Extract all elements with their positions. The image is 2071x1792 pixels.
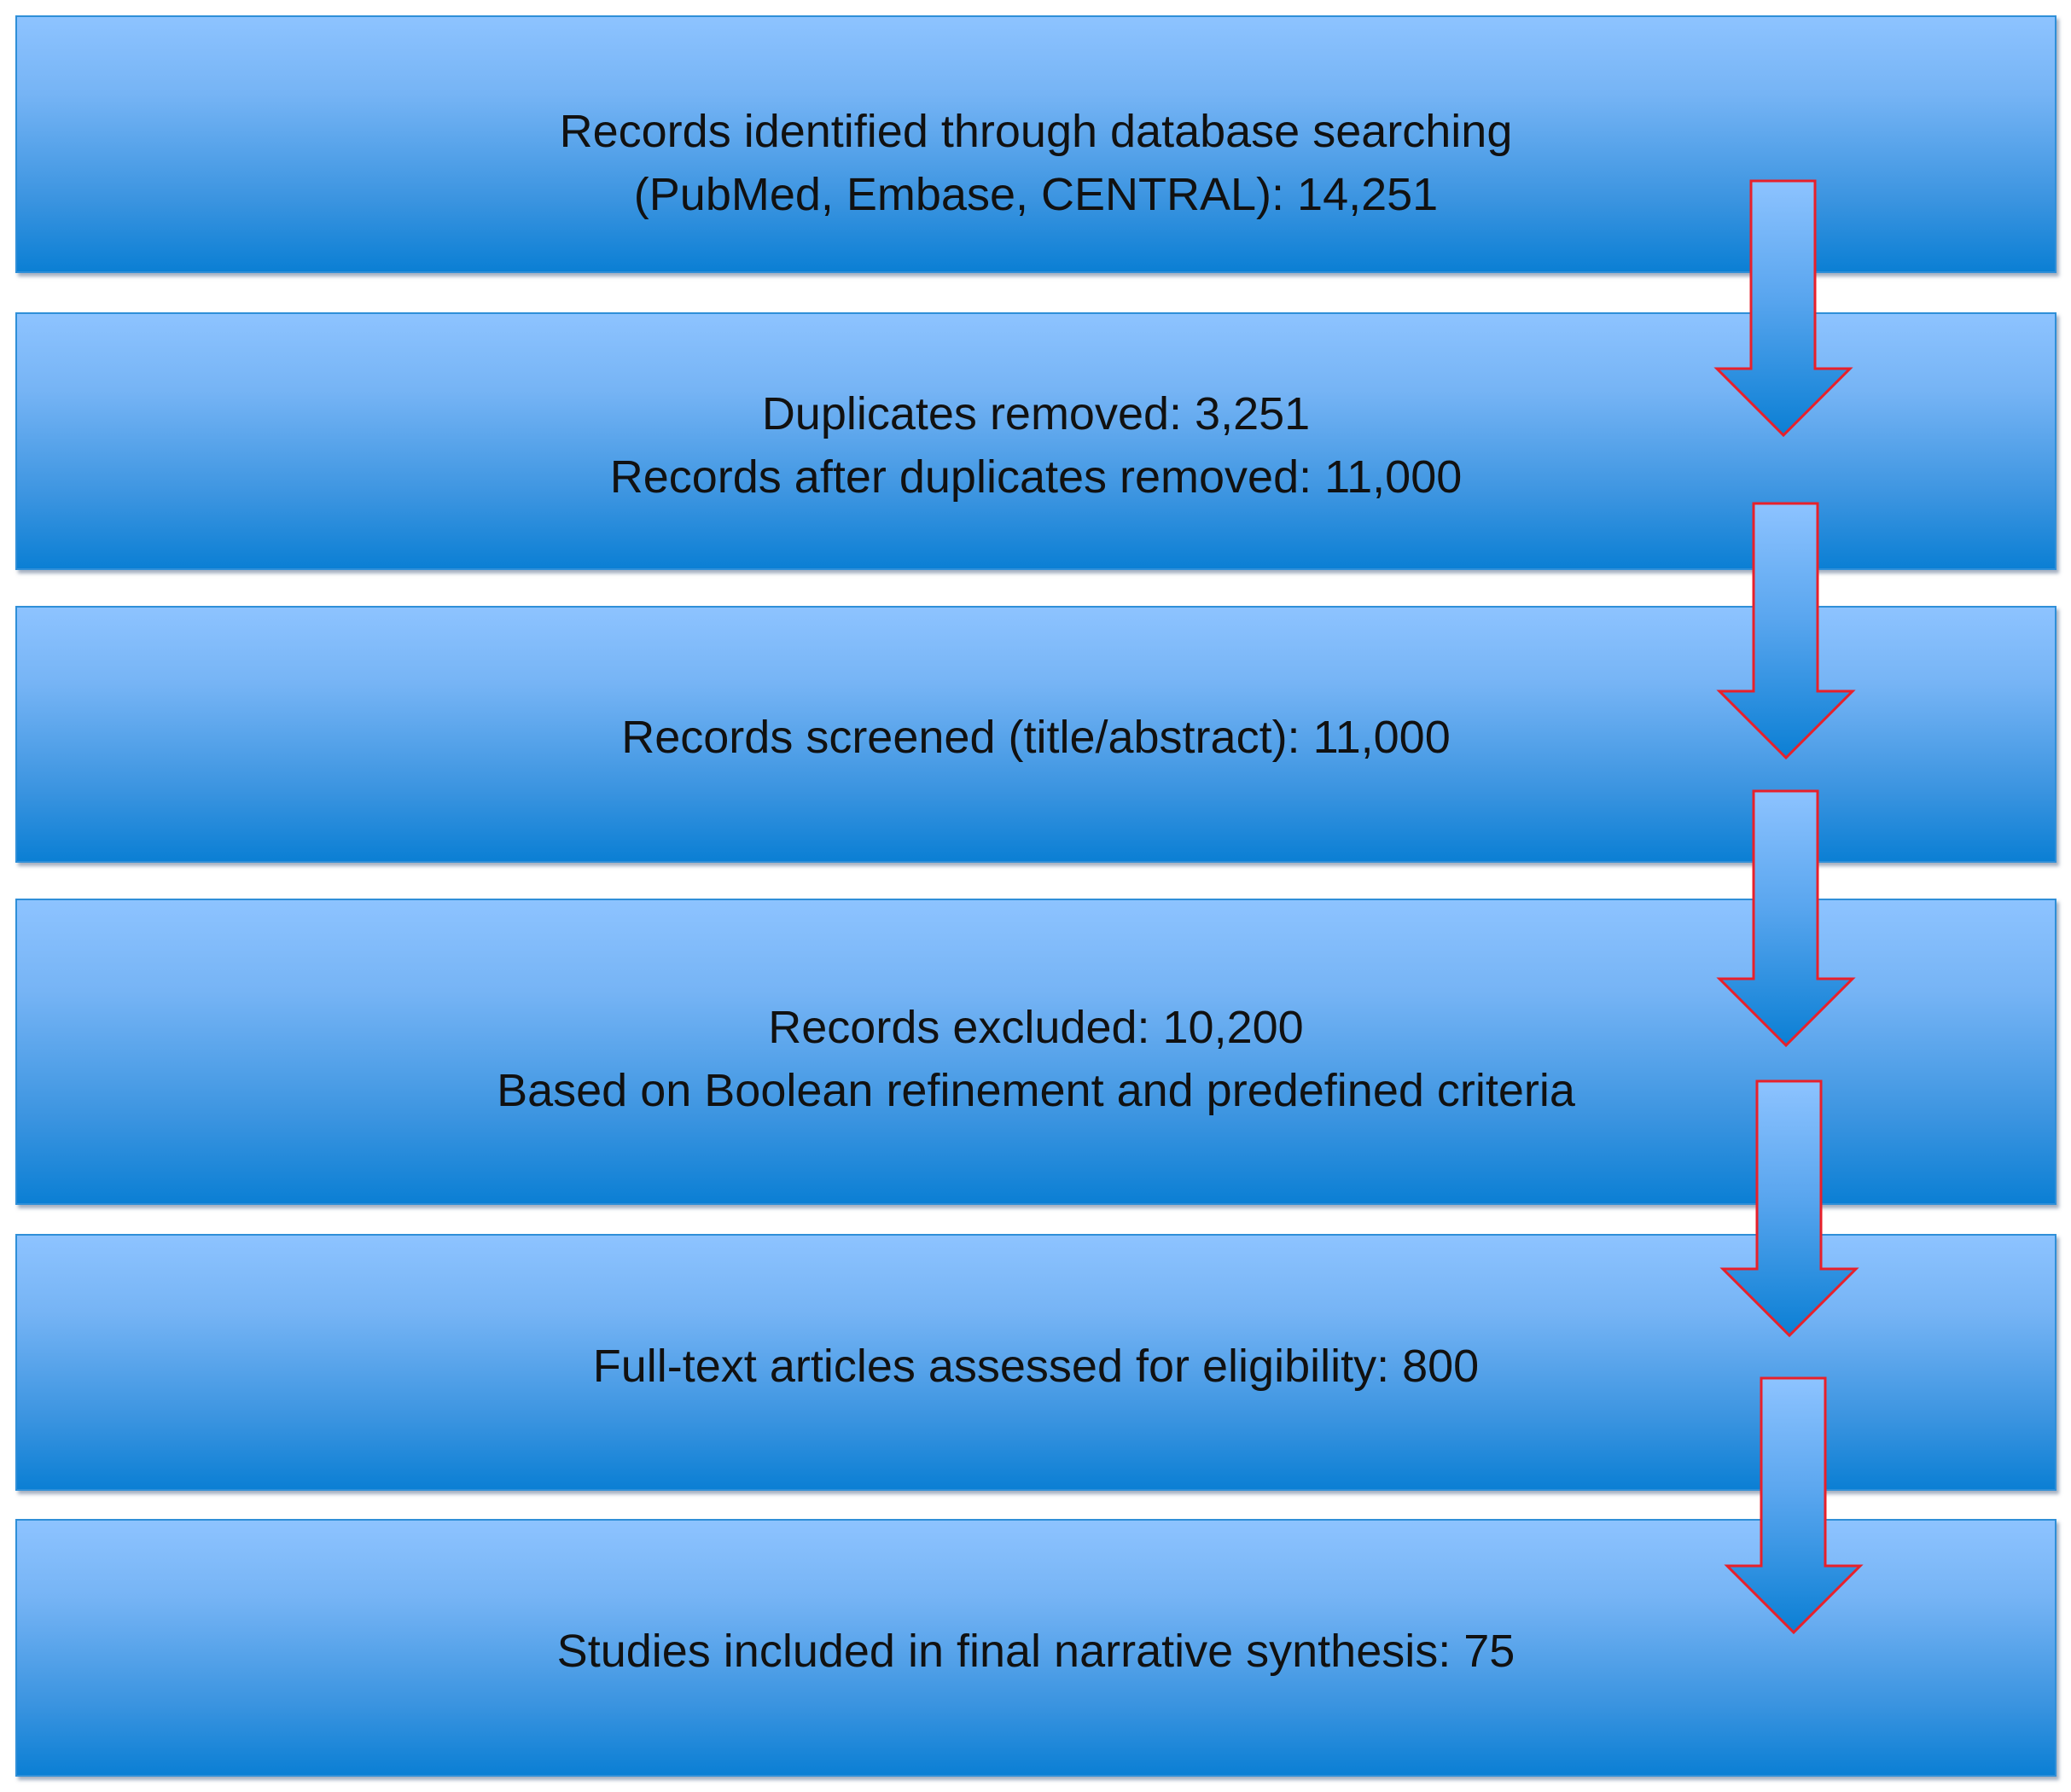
down-arrow-5: [1724, 1376, 1864, 1635]
step-excluded-box: Records excluded: 10,200 Based on Boolea…: [15, 899, 2056, 1205]
step-included-box: Studies included in final narrative synt…: [15, 1519, 2056, 1777]
down-arrow-1: [1713, 179, 1853, 438]
step-excluded-line1: Records excluded: 10,200: [768, 1002, 1304, 1053]
step-screening-line1: Records screened (title/abstract): 11,00…: [621, 712, 1451, 763]
step-duplicates-box: Duplicates removed: 3,251 Records after …: [15, 312, 2056, 570]
step-eligibility-line1: Full-text articles assessed for eligibil…: [592, 1341, 1480, 1392]
step-duplicates-line2: Records after duplicates removed: 11,000: [609, 451, 1463, 503]
down-arrow-2: [1716, 502, 1856, 760]
step-duplicates-line1: Duplicates removed: 3,251: [761, 388, 1311, 439]
down-arrow-4: [1719, 1079, 1859, 1338]
step-screening-box: Records screened (title/abstract): 11,00…: [15, 606, 2056, 863]
step-eligibility-box: Full-text articles assessed for eligibil…: [15, 1234, 2056, 1491]
step-identification-line1: Records identified through database sear…: [559, 106, 1513, 157]
down-arrow-3: [1716, 789, 1856, 1048]
step-excluded-line2: Based on Boolean refinement and predefin…: [497, 1065, 1575, 1116]
step-identification-line2: (PubMed, Embase, CENTRAL): 14,251: [633, 169, 1439, 220]
step-identification-box: Records identified through database sear…: [15, 15, 2056, 273]
step-included-line1: Studies included in final narrative synt…: [556, 1626, 1515, 1677]
